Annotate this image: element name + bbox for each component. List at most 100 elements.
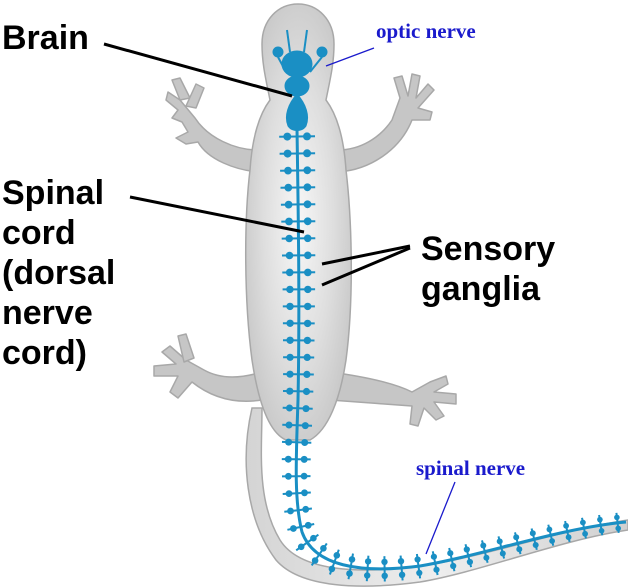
sensory-ganglion [333, 552, 341, 559]
sensory-ganglia-label-line: ganglia [421, 270, 541, 308]
sensory-ganglion [483, 554, 490, 561]
sensory-ganglion [364, 572, 371, 579]
sensory-ganglion [301, 422, 309, 430]
ganglia-pointer-line-1 [321, 244, 411, 266]
sensory-ganglion [284, 200, 293, 209]
sensory-ganglion [297, 543, 305, 551]
sensory-ganglia-label: Sensory ganglia [421, 229, 555, 309]
sensory-ganglion [301, 439, 309, 446]
front-right-leg [337, 73, 435, 173]
front-left-leg [165, 77, 259, 173]
sensory-ganglion [300, 472, 308, 480]
sensory-ganglion [450, 562, 457, 570]
sensory-ganglion [286, 404, 293, 412]
olfactory-and-optic-nerves [277, 29, 323, 73]
sensory-ganglion [303, 234, 312, 243]
sensory-ganglion [346, 570, 353, 577]
sensory-ganglion [328, 565, 336, 573]
sensory-ganglion [430, 553, 437, 560]
spinal-cord-label-line: Spinal [2, 174, 105, 212]
sensory-ganglion [303, 200, 312, 209]
sensory-ganglion [303, 149, 312, 158]
sensory-ganglion [433, 566, 440, 573]
spinal-cord-pointer-line [129, 195, 305, 234]
sensory-ganglion [311, 557, 319, 564]
pointer-lines [103, 42, 411, 287]
sensory-ganglion [303, 217, 312, 226]
sensory-ganglion [285, 438, 293, 446]
sensory-ganglion [310, 534, 317, 542]
spinal-nerves [279, 132, 621, 582]
sensory-ganglion [286, 285, 294, 294]
sensory-ganglion [285, 217, 293, 226]
sensory-ganglion [284, 455, 292, 463]
sensory-ganglion [283, 132, 292, 141]
sensory-ganglion [285, 472, 292, 480]
ganglia-pointer-line-2 [321, 246, 411, 287]
sensory-ganglion [364, 558, 372, 565]
sensory-ganglion [546, 526, 553, 533]
sensory-ganglion [303, 132, 311, 141]
sensory-ganglion [290, 525, 297, 532]
sensory-ganglion [499, 550, 506, 557]
sensory-ganglion [320, 545, 327, 552]
sensory-ganglion [496, 538, 503, 545]
sensory-ganglion [286, 353, 294, 361]
spinal-cord-label-line: nerve [2, 294, 93, 332]
sensory-ganglion [597, 516, 603, 523]
sensory-ganglion [285, 234, 294, 243]
optic-nerve-label: optic nerve [376, 19, 476, 43]
sensory-ganglion [381, 558, 388, 566]
small-pointer-lines [325, 47, 456, 555]
sensory-ganglion [304, 302, 312, 311]
brain-label: Brain [2, 19, 89, 57]
sensory-ganglion [285, 268, 294, 277]
sensory-ganglion [286, 302, 294, 311]
sensory-ganglion [285, 490, 293, 497]
sensory-ganglion [529, 530, 536, 537]
spinal-nerve-pointer-line [425, 481, 456, 555]
hind-right-leg [329, 371, 457, 427]
brain [272, 46, 328, 131]
sensory-ganglion [416, 569, 423, 577]
sensory-ganglion [303, 319, 312, 328]
sensory-ganglion [286, 336, 294, 344]
sensory-ganglion [580, 519, 586, 526]
sensory-ganglion [301, 489, 308, 497]
sensory-ganglion [304, 268, 312, 277]
sensory-ganglion [304, 285, 312, 294]
brain-pointer-line [103, 42, 293, 98]
sensory-ganglion [582, 530, 588, 537]
sensory-ganglion [287, 507, 294, 515]
sensory-ganglion [516, 546, 523, 553]
spinal-nerve-label: spinal nerve [416, 456, 526, 480]
hind-left-leg [153, 333, 263, 402]
sensory-ganglion [302, 387, 311, 396]
sensory-ganglion [284, 166, 292, 175]
sensory-ganglion [480, 542, 487, 549]
sensory-ganglion [303, 353, 311, 361]
sensory-ganglion [398, 571, 406, 578]
sensory-ganglion [549, 538, 555, 544]
sensory-ganglion [303, 183, 312, 192]
sensory-ganglion [303, 166, 312, 175]
sensory-ganglion [285, 251, 294, 260]
sensory-ganglion [614, 514, 620, 521]
sensory-ganglion [302, 405, 310, 413]
sensory-ganglion [532, 542, 539, 548]
sensory-ganglion [466, 558, 473, 566]
sensory-ganglion [286, 387, 294, 395]
sensory-ganglion [381, 572, 388, 579]
sensory-ganglion [397, 558, 405, 565]
sensory-ganglion [303, 370, 311, 378]
sensory-ganglion [286, 370, 294, 378]
sensory-ganglion [286, 319, 294, 327]
sensory-ganglion [348, 556, 356, 563]
spinal-cord-label: Spinal cord (dorsal nerve cord) [2, 173, 115, 373]
sensory-ganglion [304, 251, 312, 260]
spinal-cord-label-line: cord) [2, 334, 87, 372]
sensory-ganglion [285, 421, 293, 429]
sensory-ganglion [447, 550, 454, 557]
